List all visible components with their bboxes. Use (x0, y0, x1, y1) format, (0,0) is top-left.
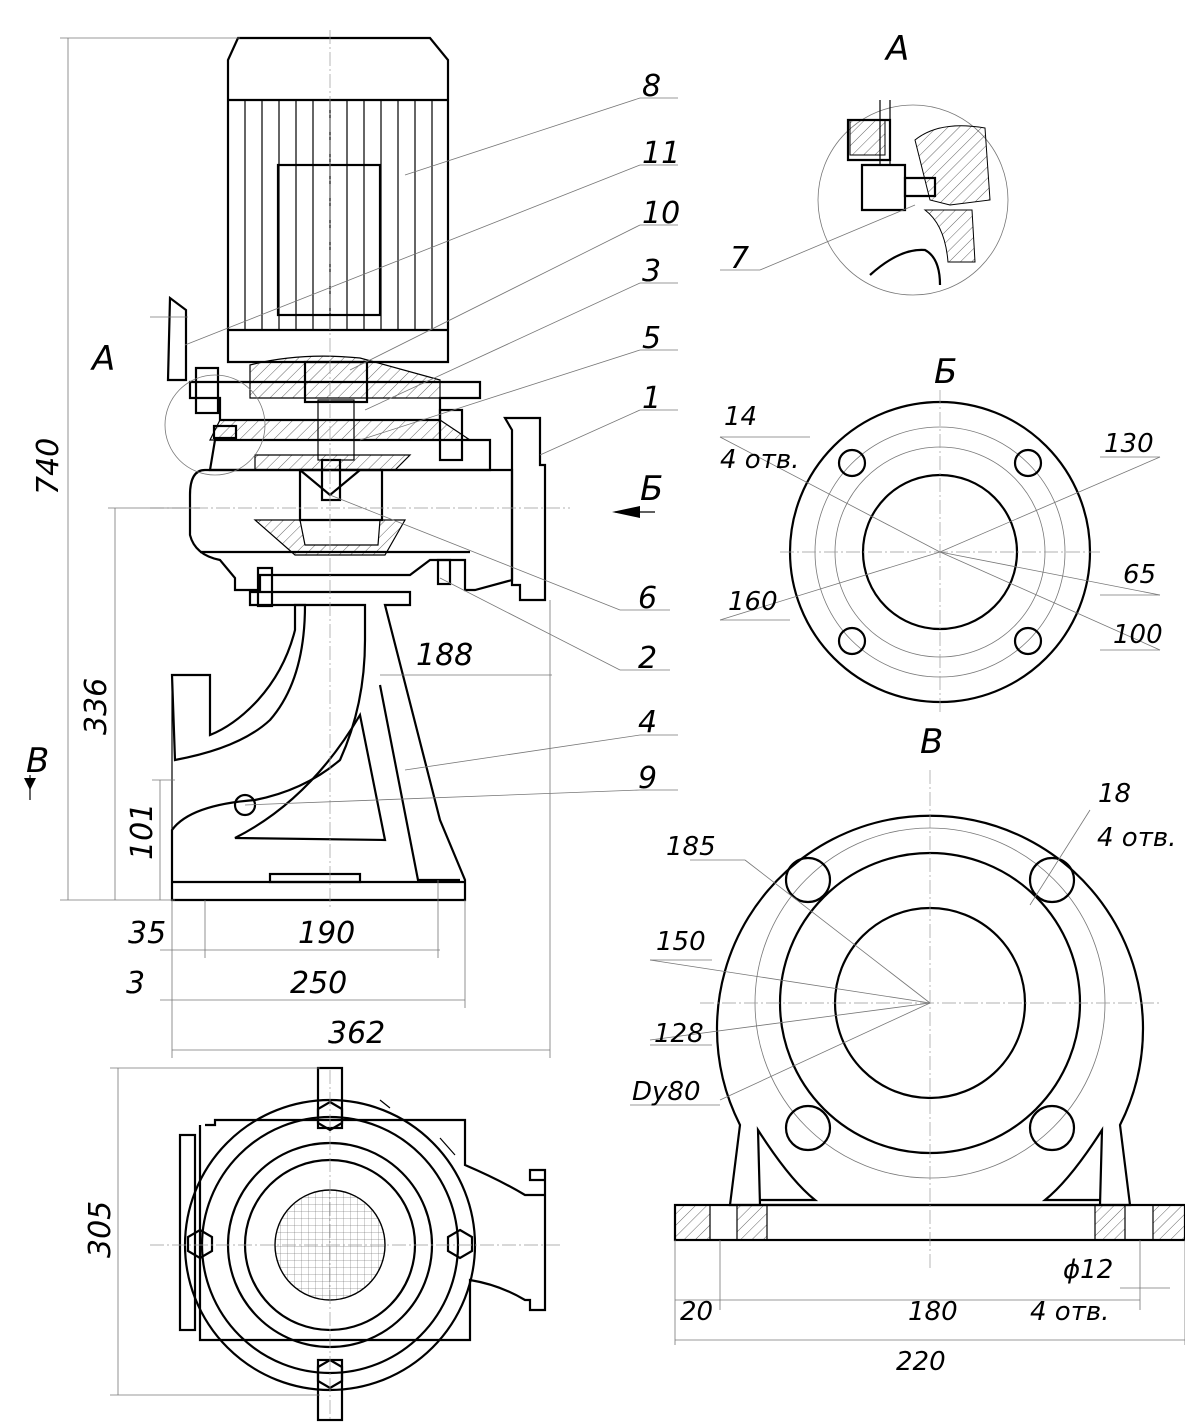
volute-casing (188, 416, 547, 608)
foot-dim-20: 20 (680, 1297, 713, 1327)
flange-v-dimension-labels: 18 4 отв. 185 150 128 Dy80 ϕ12 4 отв. 20… (632, 779, 1176, 1377)
part-label-5: 5 (642, 321, 661, 356)
section-b-arrow-label: Б (640, 469, 663, 509)
detail-a-title: A (884, 29, 909, 69)
section-b-title: Б (934, 352, 957, 392)
dim-336: 336 (79, 678, 114, 735)
part-number-labels: 8 11 10 3 5 1 6 2 4 9 7 (638, 69, 749, 796)
flange-v-hole-diameter: 18 (1098, 779, 1131, 809)
detail-a-callout: A (90, 339, 115, 379)
view-v-arrow-label: В (26, 741, 49, 781)
part-label-11: 11 (642, 136, 680, 171)
support-stand (170, 590, 467, 902)
foot-hole-diameter: ϕ12 (1063, 1255, 1113, 1285)
view-v-title: В (920, 722, 943, 762)
dim-101: 101 (125, 803, 160, 860)
leader-lines (164, 97, 678, 806)
foot-hole-count: 4 отв. (1030, 1297, 1109, 1327)
flange-b-dim-130: 130 (1104, 429, 1154, 459)
front-view (150, 30, 570, 910)
flange-b-hole-diameter: 14 (724, 402, 757, 432)
flange-v-nominal-diameter: Dy80 (632, 1077, 701, 1107)
dim-3: 3 (126, 966, 145, 1001)
flange-b-hole-count: 4 отв. (720, 445, 799, 475)
part-label-4: 4 (638, 705, 657, 740)
flange-b-dim-100: 100 (1113, 620, 1163, 650)
part-label-6: 6 (638, 581, 657, 616)
plan-view (110, 1066, 560, 1422)
pump-cover (188, 355, 482, 462)
section-b-flange (719, 390, 1161, 715)
view-title-labels: A A Б Б В В (26, 29, 957, 781)
part-label-8: 8 (642, 69, 661, 104)
detail-a (720, 100, 1009, 296)
part-label-2: 2 (638, 641, 657, 676)
front-dimension-labels: 740 336 101 188 35 190 3 250 362 305 (31, 438, 473, 1258)
dim-250: 250 (290, 966, 347, 1001)
part-label-1: 1 (642, 381, 661, 416)
flange-b-dim-65: 65 (1123, 560, 1156, 590)
view-v-flange (630, 770, 1185, 1345)
foot-dim-220: 220 (896, 1347, 946, 1377)
foot-dim-180: 180 (908, 1297, 958, 1327)
dim-190: 190 (298, 916, 355, 951)
section-arrows (24, 506, 655, 800)
part-label-3: 3 (642, 254, 661, 289)
flange-v-dim-185: 185 (666, 832, 716, 862)
impeller (298, 458, 384, 522)
dim-362: 362 (328, 1016, 385, 1051)
dim-305: 305 (83, 1201, 118, 1258)
part-label-10: 10 (642, 196, 680, 231)
flange-v-hole-count: 4 отв. (1097, 823, 1176, 853)
dim-740: 740 (31, 438, 66, 495)
flange-v-dim-150: 150 (656, 927, 706, 957)
dim-188: 188 (416, 638, 473, 673)
flange-v-dim-128: 128 (654, 1019, 704, 1049)
front-dimension-lines (60, 37, 552, 1058)
motor (226, 36, 450, 364)
flange-b-dimension-labels: 14 4 отв. 130 160 65 100 (720, 402, 1163, 650)
part-label-9: 9 (638, 761, 657, 796)
dim-35: 35 (128, 916, 166, 951)
flange-b-dim-160: 160 (728, 587, 778, 617)
part-label-7: 7 (730, 241, 749, 276)
